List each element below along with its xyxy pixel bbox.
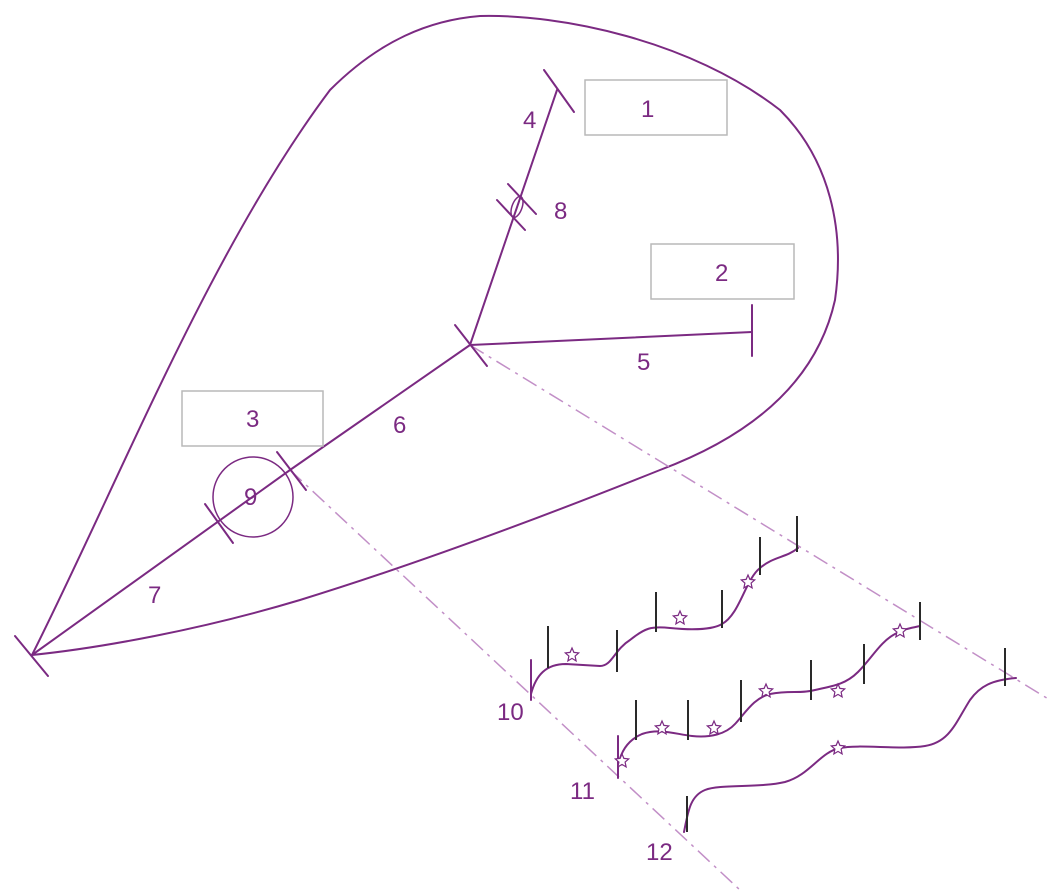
profile-10-stars (563, 573, 757, 663)
label-1: 1 (641, 96, 654, 123)
profile-10-ticks (530, 516, 798, 701)
segment-6 (289, 344, 471, 471)
tick-4-end (543, 69, 575, 113)
label-5: 5 (637, 349, 650, 376)
label-7: 7 (148, 582, 161, 609)
label-3: 3 (246, 406, 259, 433)
box-1 (584, 79, 728, 136)
label-8: 8 (554, 198, 567, 225)
segment-5 (469, 331, 753, 346)
label-9: 9 (244, 484, 257, 511)
label-10: 10 (497, 699, 524, 726)
profile-12-stars (829, 739, 847, 756)
segment-9-7 (31, 469, 291, 656)
tick-9-end (204, 503, 234, 544)
tick-6-end (276, 451, 307, 491)
tick-junction (454, 324, 488, 367)
label-4: 4 (523, 107, 536, 134)
circle-9 (212, 456, 294, 538)
tick-7-end (14, 635, 49, 677)
label-6: 6 (393, 412, 406, 439)
box-2 (650, 243, 795, 300)
label-11: 11 (570, 778, 595, 805)
projection-line-top (469, 344, 1050, 701)
box-3 (181, 390, 324, 447)
profile-11-ticks (617, 602, 921, 779)
projection-line-bottom (289, 469, 741, 891)
profile-11-stars (613, 622, 909, 769)
profile-12-ticks (686, 648, 1006, 832)
label-2: 2 (715, 260, 728, 287)
feature-8-symbol (496, 183, 537, 231)
area-boundary (31, 14, 839, 656)
profile-10 (530, 547, 799, 695)
label-12: 12 (646, 839, 673, 866)
profile-12 (683, 677, 1017, 833)
